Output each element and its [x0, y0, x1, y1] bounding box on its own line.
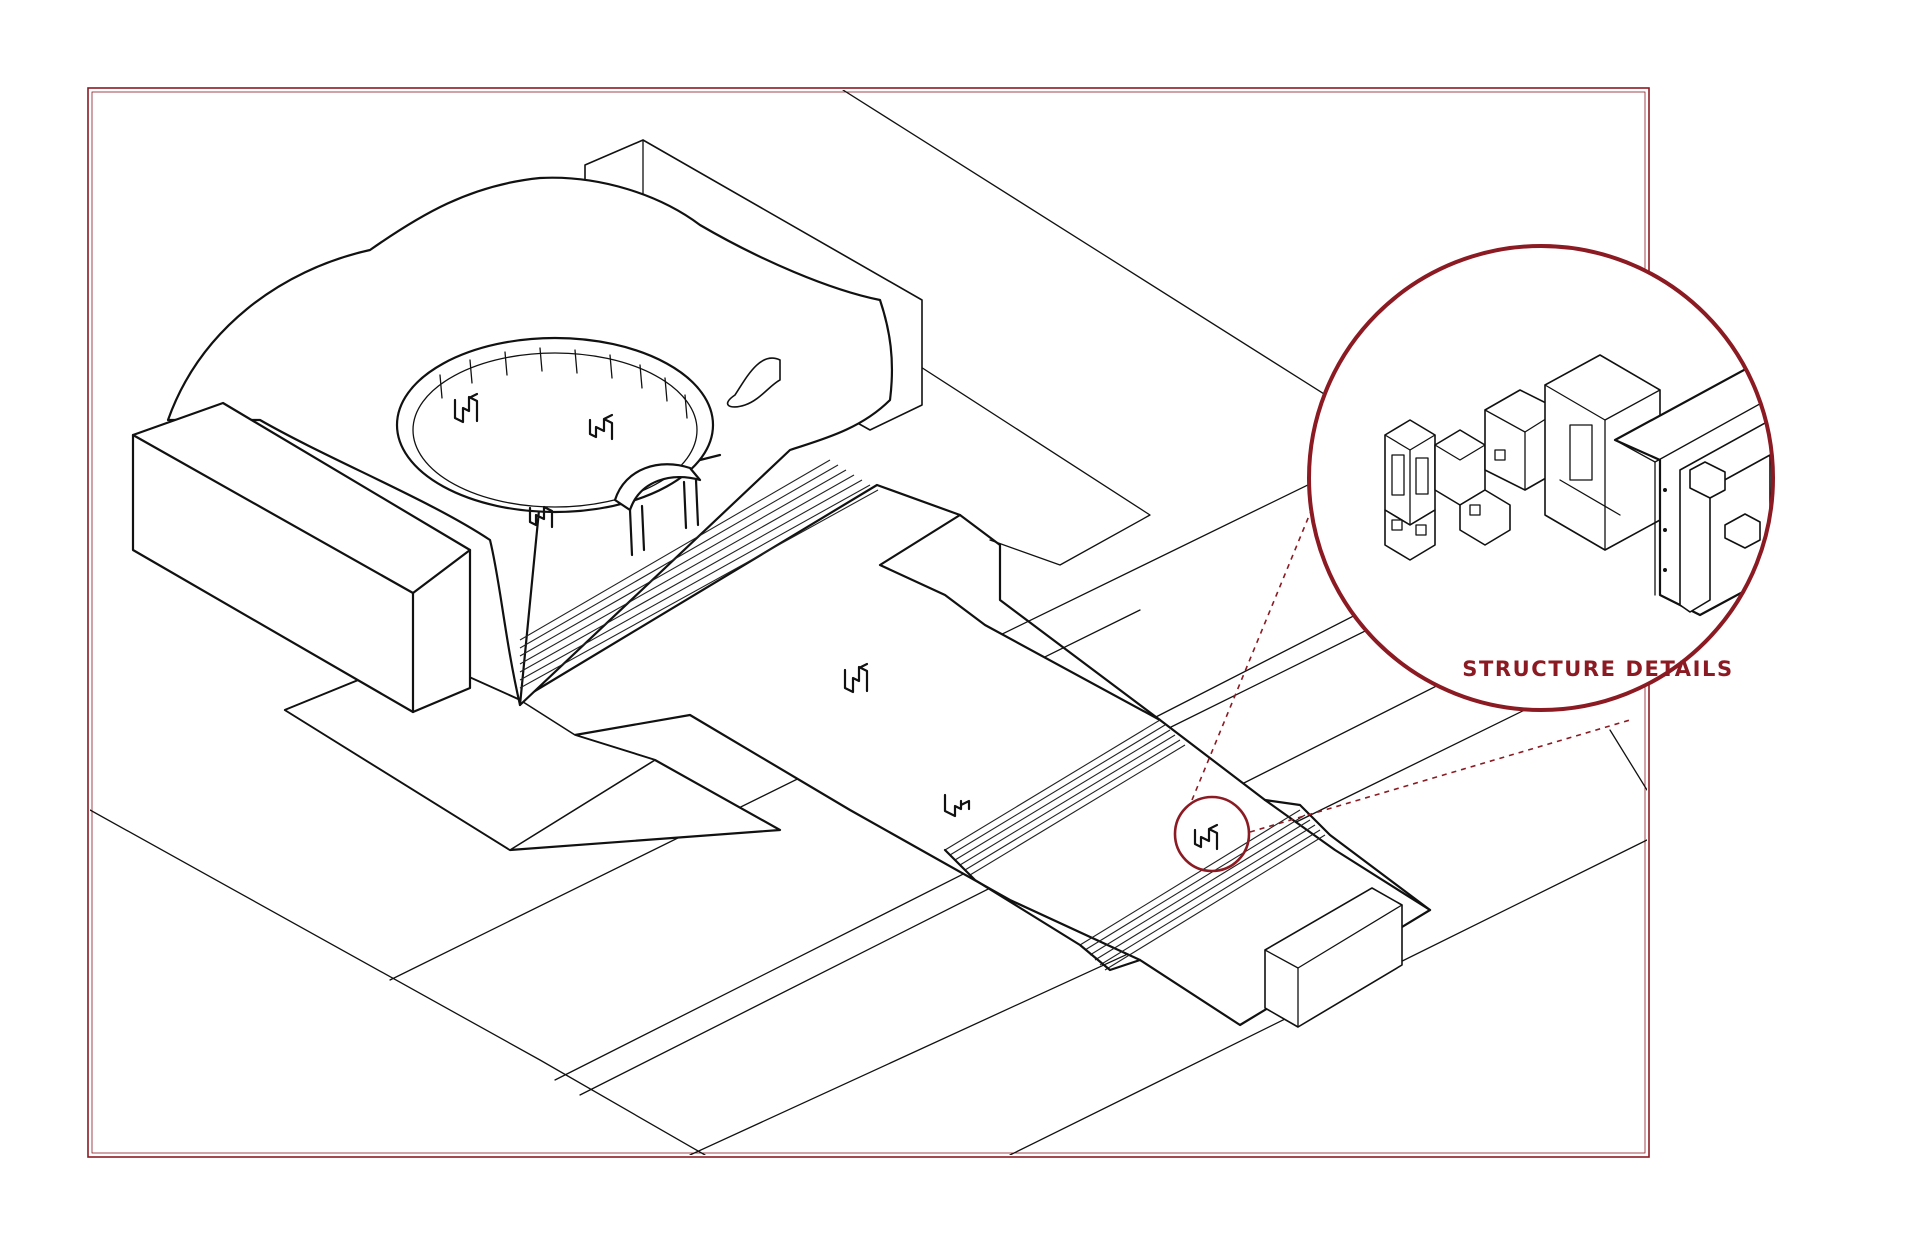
left-block — [131, 401, 472, 714]
small-block — [1264, 887, 1403, 1028]
sculpture-icon — [1193, 823, 1219, 851]
sculpture-icon — [528, 505, 554, 529]
oculus-columns — [439, 347, 688, 419]
sculpture-icon — [453, 392, 479, 424]
sculpture-icon — [843, 662, 869, 694]
stair-band-lower — [1079, 809, 1326, 971]
sculpture-icon — [588, 413, 614, 441]
structure-detail-drawing — [1384, 343, 1773, 617]
stair-band-middle — [944, 719, 1186, 876]
sculpture-icon — [943, 793, 971, 818]
plaza-path — [283, 483, 1432, 1027]
oculus-canopy — [613, 463, 702, 557]
sculpture-markers — [453, 392, 1219, 851]
callout-title: STRUCTURE DETAILS — [1462, 657, 1734, 681]
mound-building — [166, 176, 894, 707]
bolt-dots — [1663, 488, 1667, 572]
callout-source — [1173, 379, 1631, 873]
stair-band-upper — [519, 459, 879, 689]
structure-detail-callout: STRUCTURE DETAILS — [1307, 244, 1775, 712]
